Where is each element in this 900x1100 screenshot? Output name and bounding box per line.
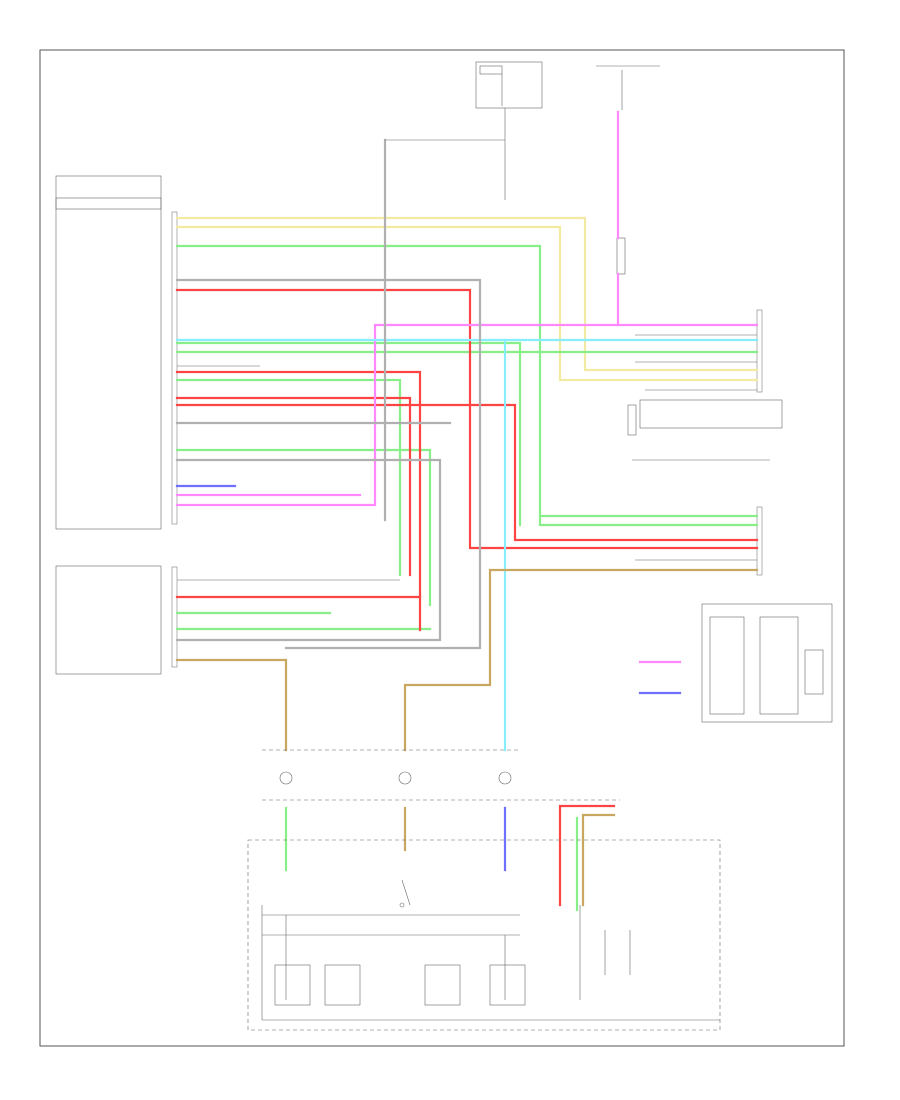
wire-pink-group — [175, 110, 759, 664]
wire-blue-group — [175, 484, 682, 872]
wire-red-group — [175, 288, 759, 907]
wire-gray-group — [175, 138, 482, 650]
control-unit-left — [55, 175, 162, 675]
wire-black-group — [177, 128, 770, 581]
ground-symbol-icon — [279, 771, 512, 785]
relay-block-right — [616, 237, 626, 275]
audio-unit-box — [701, 603, 833, 723]
sensor-block-right — [627, 404, 637, 436]
fuse-block-top-center — [475, 61, 543, 128]
connector-pins-left — [171, 211, 178, 668]
wire-tan-group — [175, 568, 759, 907]
page-frame — [39, 49, 845, 1047]
wire-yellow-group — [175, 216, 759, 382]
switch-assembly-bottom — [247, 839, 721, 1031]
fuse-block-top-right — [596, 65, 660, 110]
switch-contact-icon — [399, 879, 411, 908]
wire-green-group — [175, 244, 759, 912]
wire-cyan-group — [175, 338, 759, 752]
